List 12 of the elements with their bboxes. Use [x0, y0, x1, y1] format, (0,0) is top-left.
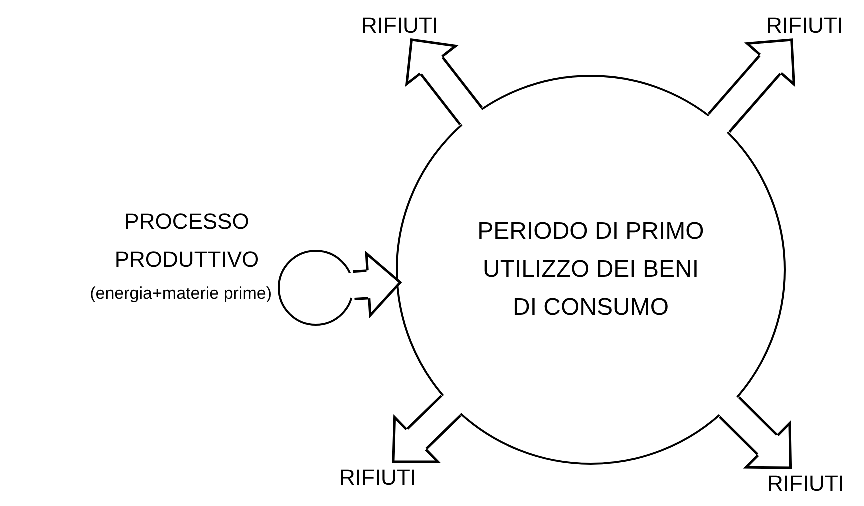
block-arrow — [349, 252, 402, 317]
waste-label: RIFIUTI — [768, 470, 844, 498]
side-label: (energia+materie prime) — [90, 283, 272, 305]
block-arrow — [406, 38, 484, 128]
waste-label: RIFIUTI — [766, 12, 844, 40]
block-arrow — [392, 394, 463, 464]
waste-label: RIFIUTI — [340, 464, 416, 492]
block-arrow — [718, 396, 792, 470]
waste-label: RIFIUTI — [362, 12, 438, 40]
side-label: PROCESSO PRODUTTIVO — [114, 208, 260, 274]
circle-label: PERIODO DI PRIMO UTILIZZO DEI BENI DI CONSUMO — [476, 217, 706, 323]
block-arrow — [707, 38, 796, 134]
